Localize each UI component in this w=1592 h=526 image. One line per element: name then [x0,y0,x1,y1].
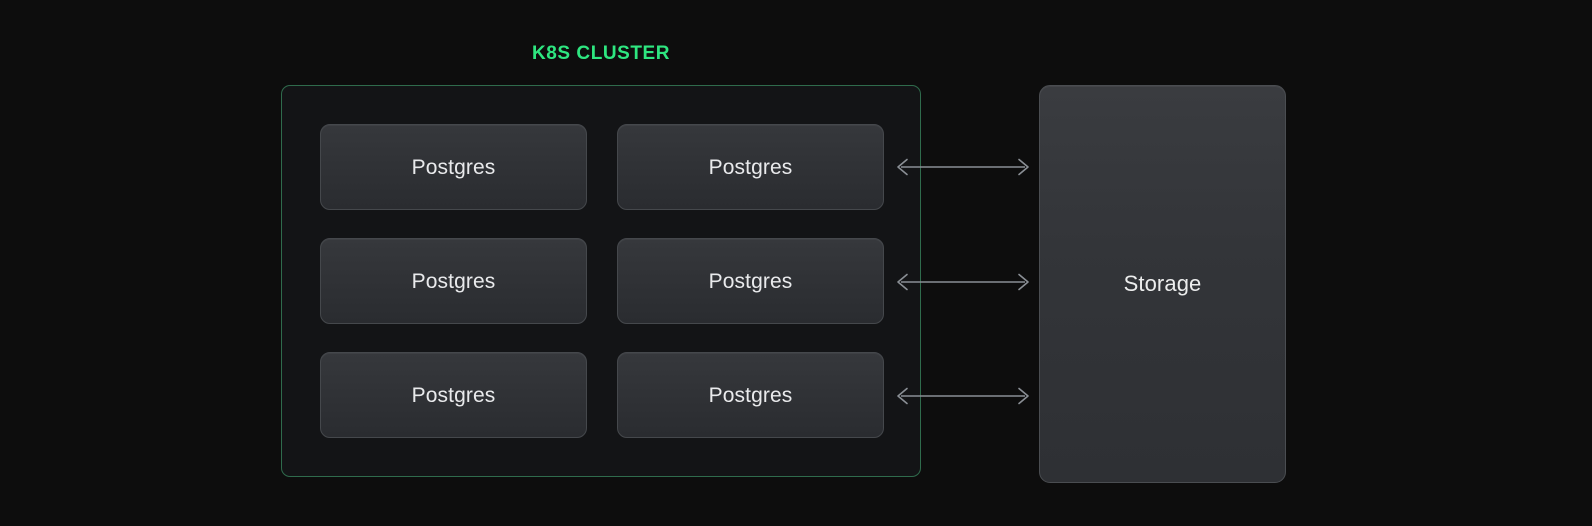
postgres-pod-label: Postgres [411,383,496,407]
postgres-pod-grid: Postgres Postgres Postgres Postgres Post… [320,124,884,439]
cluster-title: K8S CLUSTER [531,43,670,64]
postgres-pod[interactable]: Postgres [617,124,884,210]
bidirectional-arrow-icon [893,270,1033,294]
bidirectional-arrow-icon [893,155,1033,179]
storage-node-label: Storage [1123,271,1202,296]
postgres-pod-label: Postgres [708,383,793,407]
postgres-pod[interactable]: Postgres [617,238,884,324]
postgres-pod[interactable]: Postgres [320,124,587,210]
postgres-pod[interactable]: Postgres [617,352,884,438]
postgres-pod[interactable]: Postgres [320,352,587,438]
postgres-pod-label: Postgres [708,155,793,179]
postgres-pod-label: Postgres [411,269,496,293]
postgres-pod[interactable]: Postgres [320,238,587,324]
storage-node[interactable]: Storage [1039,85,1286,483]
postgres-pod-label: Postgres [708,269,793,293]
bidirectional-arrow-icon [893,384,1033,408]
postgres-pod-label: Postgres [411,155,496,179]
